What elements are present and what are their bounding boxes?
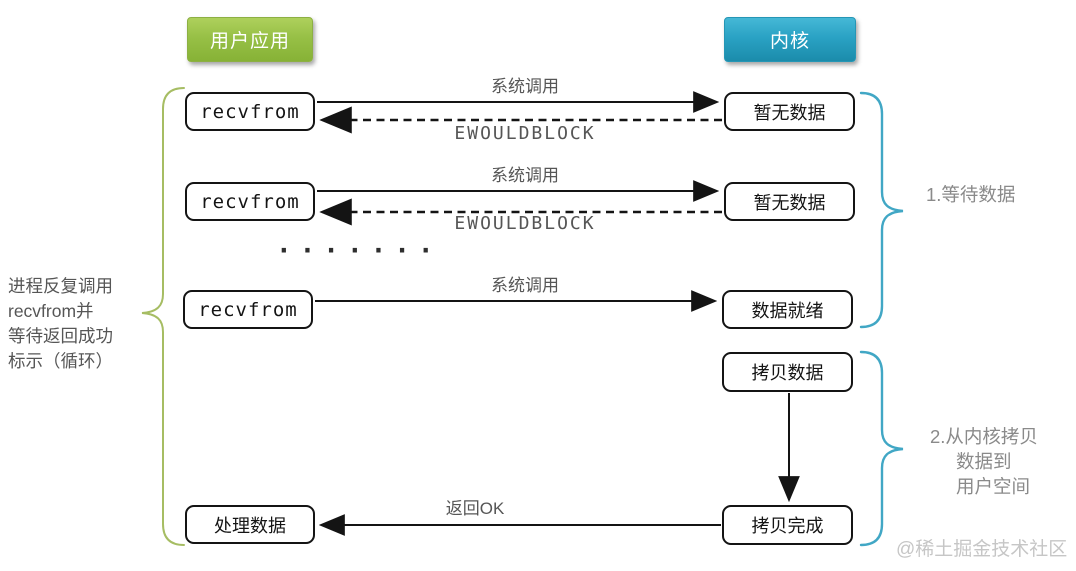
no-data-box-2: 暂无数据 (724, 182, 855, 221)
no-data-box-1: 暂无数据 (724, 92, 855, 131)
copy-data-box: 拷贝数据 (722, 352, 853, 392)
loop-note-line3: 等待返回成功 (8, 326, 113, 346)
repeat-ellipsis: ······· (276, 236, 442, 266)
recvfrom-box-3: recvfrom (183, 290, 313, 329)
copy-phase-brace (859, 350, 904, 547)
ewouldblock-label-1: EWOULDBLOCK (454, 123, 596, 144)
process-data-box: 处理数据 (185, 505, 315, 544)
syscall-label-3: 系统调用 (491, 276, 559, 295)
syscall-label-1: 系统调用 (491, 77, 559, 96)
syscall-label-2: 系统调用 (491, 166, 559, 185)
watermark: @稀土掘金技术社区 (896, 539, 1068, 560)
user-app-header: 用户应用 (187, 17, 313, 62)
phase2-line2: 数据到 (956, 451, 1012, 472)
ewouldblock-label-2: EWOULDBLOCK (454, 213, 596, 234)
loop-note: 进程反复调用 recvfrom并 等待返回成功 标示（循环） (8, 274, 158, 374)
kernel-header: 内核 (724, 17, 856, 62)
loop-note-line1: 进程反复调用 (8, 276, 113, 296)
recvfrom-box-1: recvfrom (185, 92, 315, 131)
copy-done-box: 拷贝完成 (722, 505, 853, 545)
loop-brace (141, 87, 185, 546)
wait-data-brace (859, 91, 904, 329)
phase1-label: 1.等待数据 (926, 184, 1016, 205)
loop-note-line2: recvfrom并 (8, 301, 94, 321)
loop-note-line4: 标示（循环） (8, 351, 113, 371)
phase2-line1: 2.从内核拷贝 (930, 426, 1038, 447)
phase2-line3: 用户空间 (956, 476, 1031, 497)
phase2-label: 2.从内核拷贝 数据到 用户空间 (930, 424, 1038, 499)
data-ready-box: 数据就绪 (722, 290, 853, 329)
recvfrom-box-2: recvfrom (185, 182, 315, 221)
return-ok-label: 返回OK (445, 499, 505, 518)
